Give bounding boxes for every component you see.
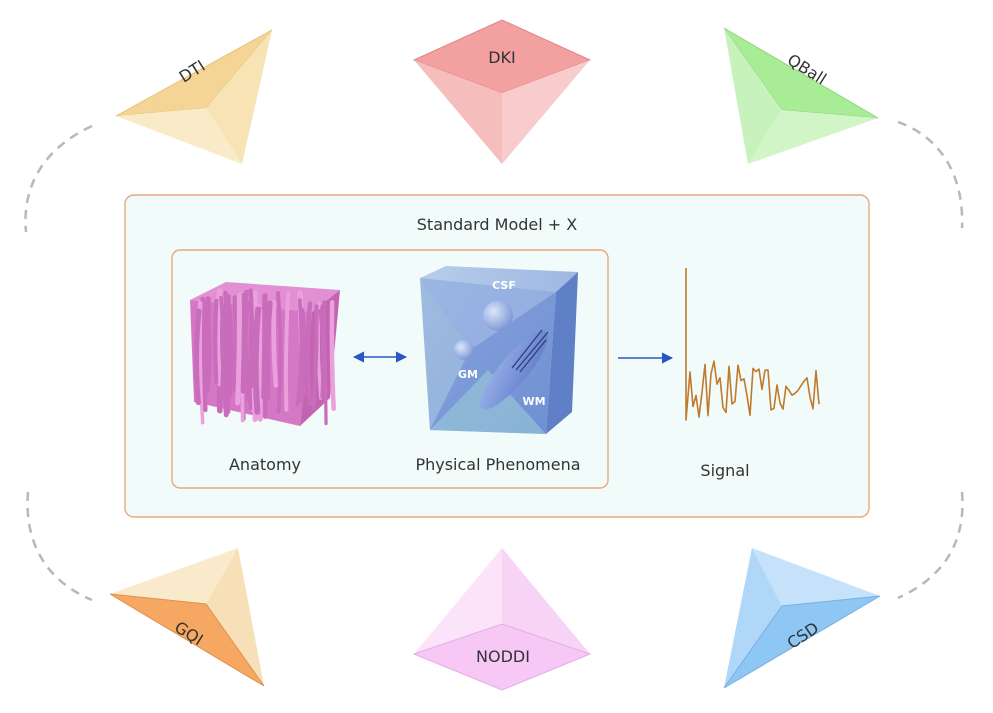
panel-title: Standard Model + X — [417, 215, 577, 234]
csf-sphere — [483, 301, 513, 331]
dki-label: DKI — [488, 48, 516, 67]
anatomy-fiber-illustration — [190, 282, 340, 426]
signal-trace — [685, 268, 820, 421]
gm-label: GM — [458, 368, 478, 381]
dti-model-shape: DTI — [115, 29, 273, 164]
wm-ellipsoid — [480, 330, 548, 410]
gqi-model-shape: GQI — [109, 548, 265, 687]
qball-model-shape: QBall — [723, 27, 879, 164]
dki-model-shape: DKI — [412, 19, 592, 164]
dashed-connector-top-left — [24, 124, 93, 233]
phenomena-label: Physical Phenomena — [415, 455, 580, 474]
wm-label: WM — [522, 395, 545, 408]
dashed-connector-bottom-left — [26, 491, 93, 602]
signal-label: Signal — [700, 461, 749, 480]
noddi-model-shape: NODDI — [412, 548, 592, 691]
noddi-label: NODDI — [476, 647, 530, 666]
dashed-connector-bottom-right — [897, 491, 964, 600]
phenomena-cube: CSF GM WM — [420, 266, 578, 434]
anatomy-label: Anatomy — [229, 455, 301, 474]
dashed-connector-top-right — [897, 120, 964, 229]
csf-label: CSF — [492, 279, 516, 292]
gm-sphere — [454, 340, 474, 360]
csd-model-shape: CSD — [723, 548, 881, 689]
